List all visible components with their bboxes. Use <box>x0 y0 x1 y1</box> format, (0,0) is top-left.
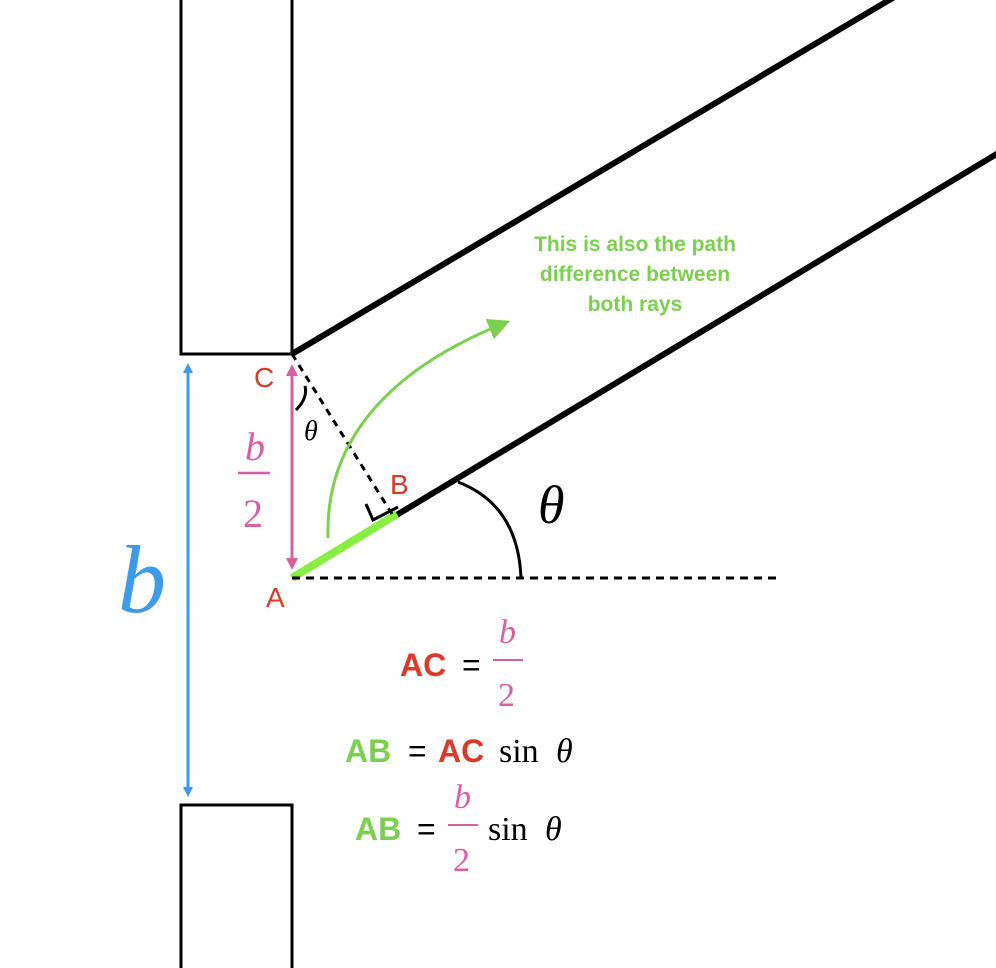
large-angle-arc <box>457 480 523 579</box>
lower-ray <box>393 150 996 519</box>
perpendicular-cb <box>290 353 394 515</box>
svg-text:=: = <box>408 733 427 769</box>
path-difference-segment <box>289 510 400 582</box>
svg-text:both rays: both rays <box>588 293 683 316</box>
svg-text:θ: θ <box>556 733 573 770</box>
slit-width-label: b <box>118 526 166 633</box>
svg-text:AC: AC <box>400 647 446 683</box>
angle-label-large: θ <box>538 475 565 535</box>
svg-text:b: b <box>499 614 516 651</box>
angle-label-small: θ <box>304 416 318 447</box>
svg-text:2: 2 <box>243 491 263 536</box>
lower-barrier <box>179 803 294 968</box>
small-angle-arc <box>294 385 308 412</box>
svg-text:b: b <box>454 779 471 816</box>
svg-text:2: 2 <box>498 677 515 714</box>
svg-text:=: = <box>417 811 436 847</box>
equation-ac: AC = b 2 <box>400 614 523 714</box>
point-label-c: C <box>254 362 274 393</box>
svg-text:b: b <box>245 424 265 469</box>
svg-text:AC: AC <box>438 733 484 769</box>
svg-text:This is also the path: This is also the path <box>534 233 736 256</box>
equation-ab-half: AB = b 2 sin θ <box>355 779 562 879</box>
svg-text:θ: θ <box>545 811 562 848</box>
upper-ray <box>290 0 896 357</box>
svg-text:=: = <box>462 647 481 683</box>
svg-text:difference between: difference between <box>540 263 730 286</box>
svg-text:sin: sin <box>488 811 528 848</box>
svg-text:AB: AB <box>345 733 391 769</box>
equation-ab-ac: AB = AC sin θ <box>345 733 573 770</box>
point-label-a: A <box>266 582 285 613</box>
right-angle-marker <box>364 503 399 523</box>
path-difference-note: This is also the path difference between… <box>534 233 736 316</box>
annotation-arrow <box>326 318 511 539</box>
half-width-label: b 2 <box>238 424 270 536</box>
upper-barrier <box>179 0 294 356</box>
svg-text:2: 2 <box>453 842 470 879</box>
svg-text:sin: sin <box>499 733 539 770</box>
svg-text:AB: AB <box>355 811 401 847</box>
point-label-b: B <box>390 469 409 500</box>
